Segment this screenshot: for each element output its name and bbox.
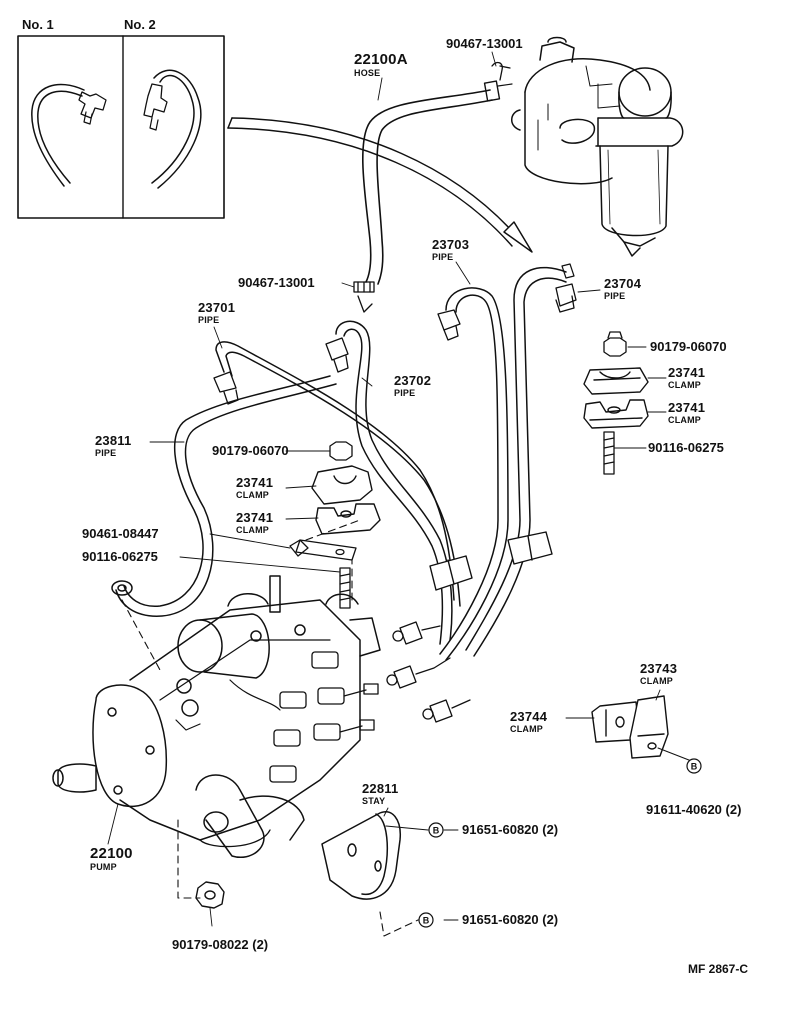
label-bolt-91611-40620: 91611-40620 (2) bbox=[646, 802, 742, 817]
label-clamp-23743-desc: CLAMP bbox=[640, 676, 673, 686]
diagram-reference-code: MF 2867-C bbox=[688, 962, 749, 976]
badge-b-2-text: B bbox=[433, 826, 440, 836]
nut-90179-06070-center bbox=[329, 441, 353, 461]
label-stay-22811-desc: STAY bbox=[362, 796, 386, 806]
delivery-valves bbox=[269, 651, 379, 783]
nut-90179-08022 bbox=[195, 881, 225, 909]
label-hose-22100a: 22100A HOSE bbox=[354, 51, 408, 79]
label-pipe-23704: 23704 PIPE bbox=[604, 276, 642, 302]
label-clamp-23741-center-lower-desc: CLAMP bbox=[236, 525, 269, 535]
clamp-23744 bbox=[591, 701, 639, 743]
label-hose-22100a-number: 22100A bbox=[354, 51, 408, 68]
label-clamp-23741-center-upper: 23741 CLAMP bbox=[236, 475, 274, 501]
screw-90461-08447 bbox=[289, 539, 309, 557]
pipe-fitting-1 bbox=[392, 621, 441, 645]
label-pipe-23811-desc: PIPE bbox=[95, 448, 117, 458]
pipe-clamp-block-1 bbox=[429, 555, 473, 591]
label-bolt-90116-06275-right: 90116-06275 bbox=[648, 440, 724, 455]
clip-90467-13001-top bbox=[491, 61, 511, 81]
label-pipe-23702: 23702 PIPE bbox=[394, 373, 432, 399]
label-pipe-23703-desc: PIPE bbox=[432, 252, 454, 262]
label-bolt-91651-60820-b: 91651-60820 (2) bbox=[462, 912, 559, 927]
clamp-23743 bbox=[629, 695, 669, 759]
label-clamp-23741-center-lower-number: 23741 bbox=[236, 510, 274, 525]
label-nut-90179-08022: 90179-08022 (2) bbox=[172, 937, 269, 952]
label-bolt-90116-06275-center: 90116-06275 bbox=[82, 549, 158, 564]
inset-no2-pipe bbox=[143, 69, 202, 189]
label-clamp-23741-right-upper-number: 23741 bbox=[668, 365, 706, 380]
label-stay-22811: 22811 STAY bbox=[362, 781, 399, 807]
pipe-23704 bbox=[465, 263, 577, 657]
pipe-fitting-3 bbox=[422, 699, 471, 723]
label-pipe-23811: 23811 PIPE bbox=[95, 433, 132, 459]
inset-no1-pipe bbox=[31, 83, 107, 187]
dashed-leaders bbox=[121, 519, 419, 937]
label-clamp-23741-right-upper-desc: CLAMP bbox=[668, 380, 701, 390]
label-hose-22100a-desc: HOSE bbox=[354, 68, 381, 78]
label-pipe-23703-number: 23703 bbox=[432, 237, 470, 252]
label-clip-90467-13001-mid: 90467-13001 bbox=[238, 275, 315, 290]
bolt-leader-b1 bbox=[657, 747, 695, 763]
label-clamp-23741-center-lower: 23741 CLAMP bbox=[236, 510, 274, 536]
label-pipe-23702-number: 23702 bbox=[394, 373, 432, 388]
label-clamp-23741-center-upper-number: 23741 bbox=[236, 475, 274, 490]
label-pump-22100-desc: PUMP bbox=[90, 862, 117, 872]
label-clamp-23741-right-lower: 23741 CLAMP bbox=[668, 400, 706, 426]
label-clamp-23741-right-lower-desc: CLAMP bbox=[668, 415, 701, 425]
leader-lines bbox=[107, 51, 667, 927]
bolt-90116-06275-center bbox=[339, 567, 351, 609]
badge-b-3-text: B bbox=[423, 916, 430, 926]
label-bolt-91651-60820-a: 91651-60820 (2) bbox=[462, 822, 559, 837]
label-pipe-23704-desc: PIPE bbox=[604, 291, 626, 301]
label-clip-90467-13001-top: 90467-13001 bbox=[446, 36, 523, 51]
label-pump-22100: 22100 PUMP bbox=[90, 845, 133, 873]
inset-box bbox=[17, 35, 225, 219]
badge-b-3: B bbox=[418, 912, 434, 928]
direction-arrow bbox=[227, 117, 533, 253]
label-screw-90461-08447: 90461-08447 bbox=[82, 526, 159, 541]
label-pipe-23811-number: 23811 bbox=[95, 433, 132, 448]
badge-b-2: B bbox=[428, 822, 444, 838]
label-clamp-23743-number: 23743 bbox=[640, 661, 678, 676]
clamp-23741-right-upper bbox=[583, 367, 649, 395]
label-stay-22811-number: 22811 bbox=[362, 781, 399, 796]
label-clamp-23744: 23744 CLAMP bbox=[510, 709, 548, 735]
label-clamp-23744-desc: CLAMP bbox=[510, 724, 543, 734]
hose-22100a bbox=[362, 80, 513, 285]
label-pipe-23701-number: 23701 bbox=[198, 300, 236, 315]
clamp-23741-center-upper bbox=[311, 465, 373, 505]
pipe-23703 bbox=[437, 287, 509, 661]
inset-label-no2: No. 2 bbox=[124, 17, 156, 32]
pipe-clamp-block-2 bbox=[507, 531, 553, 565]
badge-b-1-text: B bbox=[691, 762, 698, 772]
pipe-fitting-2 bbox=[386, 657, 451, 689]
label-pipe-23701: 23701 PIPE bbox=[198, 300, 236, 326]
label-clamp-23744-number: 23744 bbox=[510, 709, 548, 724]
clamp-23741-center-lower bbox=[315, 503, 381, 535]
inset-label-no1: No. 1 bbox=[22, 17, 54, 32]
label-clamp-23741-center-upper-desc: CLAMP bbox=[236, 490, 269, 500]
label-pipe-23704-number: 23704 bbox=[604, 276, 642, 291]
injection-pump-22100 bbox=[52, 575, 381, 859]
clip-90467-13001-mid bbox=[353, 281, 375, 313]
nut-90179-06070-right bbox=[603, 331, 627, 357]
label-clamp-23743: 23743 CLAMP bbox=[640, 661, 678, 687]
label-clamp-23741-right-lower-number: 23741 bbox=[668, 400, 706, 415]
clamp-23741-right-lower bbox=[583, 399, 649, 429]
label-pipe-23703: 23703 PIPE bbox=[432, 237, 470, 263]
label-clamp-23741-right-upper: 23741 CLAMP bbox=[668, 365, 706, 391]
pipe-23811 bbox=[111, 375, 337, 617]
label-pipe-23702-desc: PIPE bbox=[394, 388, 416, 398]
label-nut-90179-06070-right: 90179-06070 bbox=[650, 339, 727, 354]
label-pipe-23701-desc: PIPE bbox=[198, 315, 220, 325]
label-pump-22100-number: 22100 bbox=[90, 845, 133, 862]
badge-b-1: B bbox=[686, 758, 702, 774]
bolt-90116-06275-right bbox=[603, 431, 615, 475]
label-nut-90179-06070-center: 90179-06070 bbox=[212, 443, 289, 458]
fuel-filter-assembly bbox=[511, 36, 684, 257]
stay-22811 bbox=[321, 811, 429, 900]
